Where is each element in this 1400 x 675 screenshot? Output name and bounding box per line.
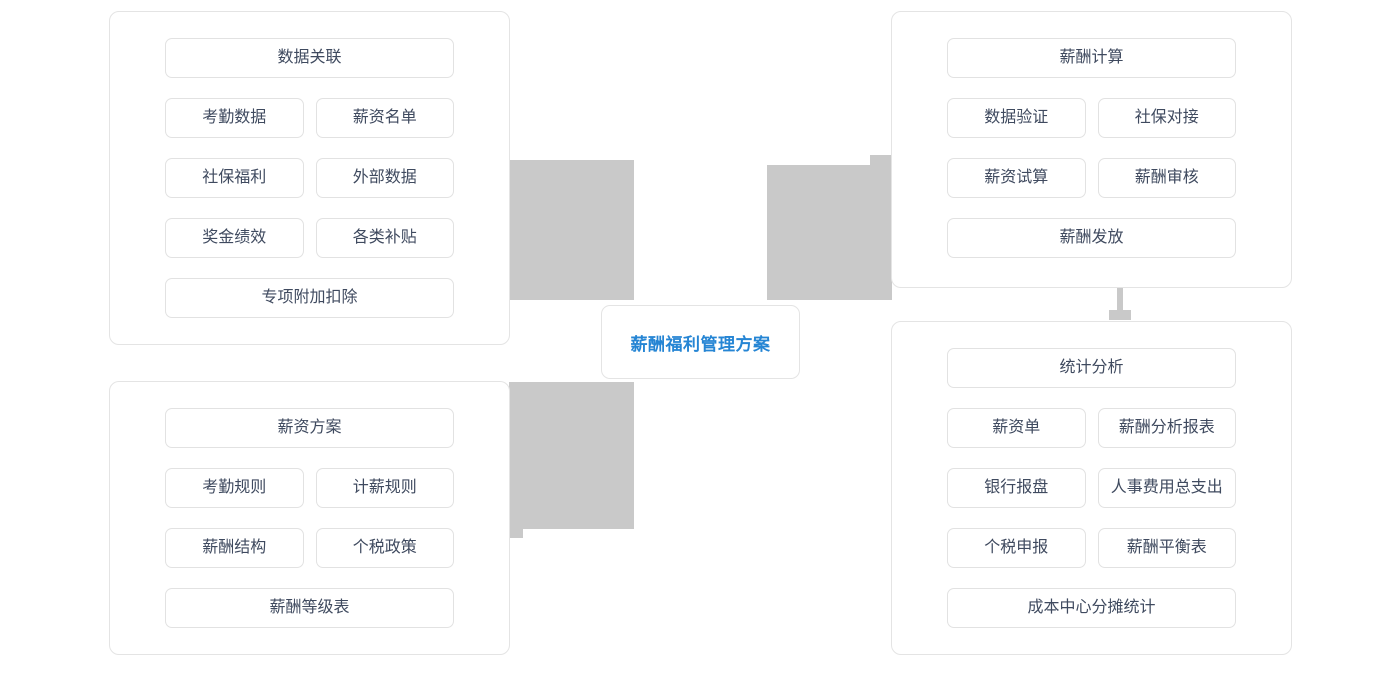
node-row: 个税申报 薪酬平衡表 <box>947 528 1236 568</box>
branch-panel-statistical-analysis[interactable]: 统计分析 薪资单 薪酬分析报表 银行报盘 人事费用总支出 个税申报 薪酬平衡表 … <box>891 321 1292 655</box>
node-attendance-rules[interactable]: 考勤规则 <box>165 468 304 508</box>
node-salary-calculation-root[interactable]: 薪酬计算 <box>947 38 1236 78</box>
node-salary-trial-calculation[interactable]: 薪资试算 <box>947 158 1086 198</box>
node-social-insurance-interface[interactable]: 社保对接 <box>1097 98 1236 138</box>
node-compensation-balance-sheet[interactable]: 薪酬平衡表 <box>1097 528 1236 568</box>
node-row: 银行报盘 人事费用总支出 <box>947 468 1236 508</box>
node-compensation-review[interactable]: 薪酬审核 <box>1097 158 1236 198</box>
branch-panel-salary-calculation[interactable]: 薪酬计算 数据验证 社保对接 薪资试算 薪酬审核 薪酬发放 <box>891 11 1292 288</box>
node-row: 考勤规则 计薪规则 <box>165 468 454 508</box>
node-income-tax-filing[interactable]: 个税申报 <box>947 528 1086 568</box>
node-row: 奖金绩效 各类补贴 <box>165 218 454 258</box>
connector-root-to-salary-scheme-stub <box>509 524 523 538</box>
node-bank-payment-file[interactable]: 银行报盘 <box>947 468 1086 508</box>
node-compensation-structure[interactable]: 薪酬结构 <box>165 528 304 568</box>
connector-root-to-data-association <box>507 160 634 300</box>
node-payroll-rules[interactable]: 计薪规则 <box>315 468 454 508</box>
node-data-verification[interactable]: 数据验证 <box>947 98 1086 138</box>
branch-rows-salary-calculation: 薪酬计算 数据验证 社保对接 薪资试算 薪酬审核 薪酬发放 <box>892 12 1291 284</box>
node-salary-scheme-root[interactable]: 薪资方案 <box>165 408 454 448</box>
node-compensation-grade-table[interactable]: 薪酬等级表 <box>165 588 454 628</box>
node-row: 薪资试算 薪酬审核 <box>947 158 1236 198</box>
node-row: 薪酬计算 <box>947 38 1236 78</box>
node-row: 考勤数据 薪资名单 <box>165 98 454 138</box>
node-cost-center-allocation-statistics[interactable]: 成本中心分摊统计 <box>947 588 1236 628</box>
node-row: 成本中心分摊统计 <box>947 588 1236 628</box>
node-attendance-data[interactable]: 考勤数据 <box>165 98 304 138</box>
root-node-compensation-benefits-plan[interactable]: 薪酬福利管理方案 <box>601 305 800 379</box>
node-row: 数据验证 社保对接 <box>947 98 1236 138</box>
node-bonus-performance[interactable]: 奖金绩效 <box>165 218 304 258</box>
node-total-hr-expense[interactable]: 人事费用总支出 <box>1097 468 1236 508</box>
node-row: 社保福利 外部数据 <box>165 158 454 198</box>
node-social-insurance-benefits[interactable]: 社保福利 <box>165 158 304 198</box>
node-row: 统计分析 <box>947 348 1236 388</box>
node-row: 薪资方案 <box>165 408 454 448</box>
node-statistical-analysis-root[interactable]: 统计分析 <box>947 348 1236 388</box>
connector-salary-calculation-to-statistical-analysis <box>1117 288 1123 320</box>
node-row: 薪酬发放 <box>947 218 1236 258</box>
node-external-data[interactable]: 外部数据 <box>315 158 454 198</box>
branch-rows-salary-scheme: 薪资方案 考勤规则 计薪规则 薪酬结构 个税政策 薪酬等级表 <box>110 382 509 654</box>
connector-root-to-salary-calculation <box>767 165 892 300</box>
node-row: 薪资单 薪酬分析报表 <box>947 408 1236 448</box>
connector-root-to-data-association-stub <box>507 160 529 170</box>
branch-panel-data-association[interactable]: 数据关联 考勤数据 薪资名单 社保福利 外部数据 奖金绩效 各类补贴 专项附加扣… <box>109 11 510 345</box>
connector-statistical-analysis-stub <box>1109 310 1131 320</box>
node-data-association-root[interactable]: 数据关联 <box>165 38 454 78</box>
node-payslip[interactable]: 薪资单 <box>947 408 1086 448</box>
connector-root-to-salary-calculation-stub <box>870 155 892 167</box>
node-compensation-payout[interactable]: 薪酬发放 <box>947 218 1236 258</box>
node-compensation-analysis-report[interactable]: 薪酬分析报表 <box>1097 408 1236 448</box>
node-row: 薪酬等级表 <box>165 588 454 628</box>
branch-rows-statistical-analysis: 统计分析 薪资单 薪酬分析报表 银行报盘 人事费用总支出 个税申报 薪酬平衡表 … <box>892 322 1291 654</box>
node-row: 薪酬结构 个税政策 <box>165 528 454 568</box>
node-salary-roster[interactable]: 薪资名单 <box>315 98 454 138</box>
branch-panel-salary-scheme[interactable]: 薪资方案 考勤规则 计薪规则 薪酬结构 个税政策 薪酬等级表 <box>109 381 510 655</box>
node-row: 专项附加扣除 <box>165 278 454 318</box>
node-special-additional-deduction[interactable]: 专项附加扣除 <box>165 278 454 318</box>
node-row: 数据关联 <box>165 38 454 78</box>
connector-root-to-salary-scheme <box>509 382 634 529</box>
node-various-subsidies[interactable]: 各类补贴 <box>315 218 454 258</box>
branch-rows-data-association: 数据关联 考勤数据 薪资名单 社保福利 外部数据 奖金绩效 各类补贴 专项附加扣… <box>110 12 509 344</box>
node-income-tax-policy[interactable]: 个税政策 <box>315 528 454 568</box>
